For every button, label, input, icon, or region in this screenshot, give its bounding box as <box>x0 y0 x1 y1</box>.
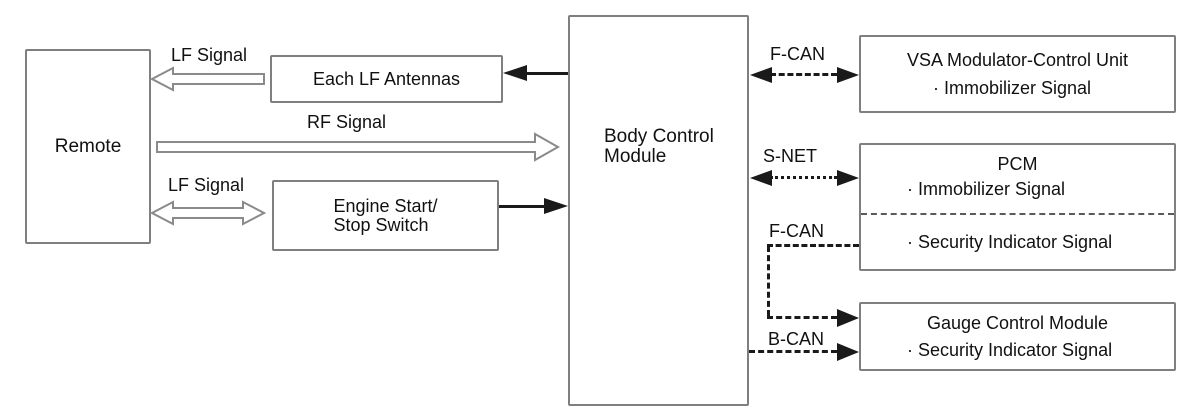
engine-switch-line2: Stop Switch <box>333 214 429 235</box>
f-can-label-bottom: F-CAN <box>769 221 824 241</box>
bcm-line1: Body Control <box>604 126 714 147</box>
s-net-left-arrowhead <box>750 170 772 186</box>
vsa-modulator-control-unit-box: VSA Modulator-Control Unit · Immobilizer… <box>859 35 1176 113</box>
lf-signal-arrow-bottom <box>150 200 266 226</box>
f-can-top-dashed-line <box>770 73 837 76</box>
b-can-dashed-line <box>749 350 837 353</box>
bcm-line2: Module <box>604 146 667 167</box>
body-control-module-box: Body Control Module <box>568 15 749 406</box>
engine-start-stop-switch-label: Engine Start/ Stop Switch <box>333 195 438 235</box>
b-can-label: B-CAN <box>768 329 825 349</box>
f-can-label-top: F-CAN <box>770 44 825 64</box>
gauge-control-module-box: Gauge Control Module · Security Indicato… <box>859 302 1176 371</box>
pcm-security-indicator-signal: · Security Indicator Signal <box>907 231 1113 252</box>
rf-signal-label: RF Signal <box>307 112 387 132</box>
body-control-module-label: Body Control Module <box>604 127 714 167</box>
remote-box: Remote <box>25 49 151 244</box>
lf-signal-label-top: LF Signal <box>171 45 248 65</box>
pcm-title: PCM <box>997 154 1038 174</box>
engine-start-stop-switch-box: Engine Start/ Stop Switch <box>272 180 499 251</box>
each-lf-antennas-label: Each LF Antennas <box>312 68 461 89</box>
each-lf-antennas-box: Each LF Antennas <box>270 55 503 103</box>
f-can-branch-bottom-segment <box>767 316 837 319</box>
pcm-immobilizer-signal: · Immobilizer Signal <box>907 179 1066 199</box>
vsa-immobilizer-signal: · Immobilizer Signal <box>933 78 1092 98</box>
bcm-to-antennas-arrowhead <box>503 65 527 81</box>
switch-to-bcm-line <box>499 205 547 208</box>
vsa-title: VSA Modulator-Control Unit <box>906 50 1129 70</box>
rf-signal-arrow <box>156 132 560 162</box>
lf-signal-arrow-top <box>150 66 265 92</box>
switch-to-bcm-arrowhead <box>544 198 568 214</box>
s-net-label: S-NET <box>763 146 817 166</box>
gauge-security-indicator-signal: · Security Indicator Signal <box>907 339 1113 360</box>
remote-label: Remote <box>54 135 122 157</box>
f-can-top-right-arrowhead <box>837 67 859 83</box>
s-net-right-arrowhead <box>837 170 859 186</box>
f-can-top-left-arrowhead <box>750 67 772 83</box>
b-can-arrowhead <box>837 343 859 361</box>
pcm-section-divider <box>861 213 1174 215</box>
s-net-dotted-line <box>770 176 837 179</box>
bcm-to-antennas-line <box>522 72 568 75</box>
f-can-branch-top-segment <box>767 244 859 247</box>
pcm-box: PCM · Immobilizer Signal · Security Indi… <box>859 143 1176 271</box>
f-can-branch-arrowhead <box>837 309 859 327</box>
engine-switch-line1: Engine Start/ <box>333 195 438 216</box>
gauge-title: Gauge Control Module <box>926 312 1109 333</box>
lf-signal-label-bottom: LF Signal <box>168 175 245 195</box>
f-can-branch-vertical-segment <box>767 246 770 316</box>
